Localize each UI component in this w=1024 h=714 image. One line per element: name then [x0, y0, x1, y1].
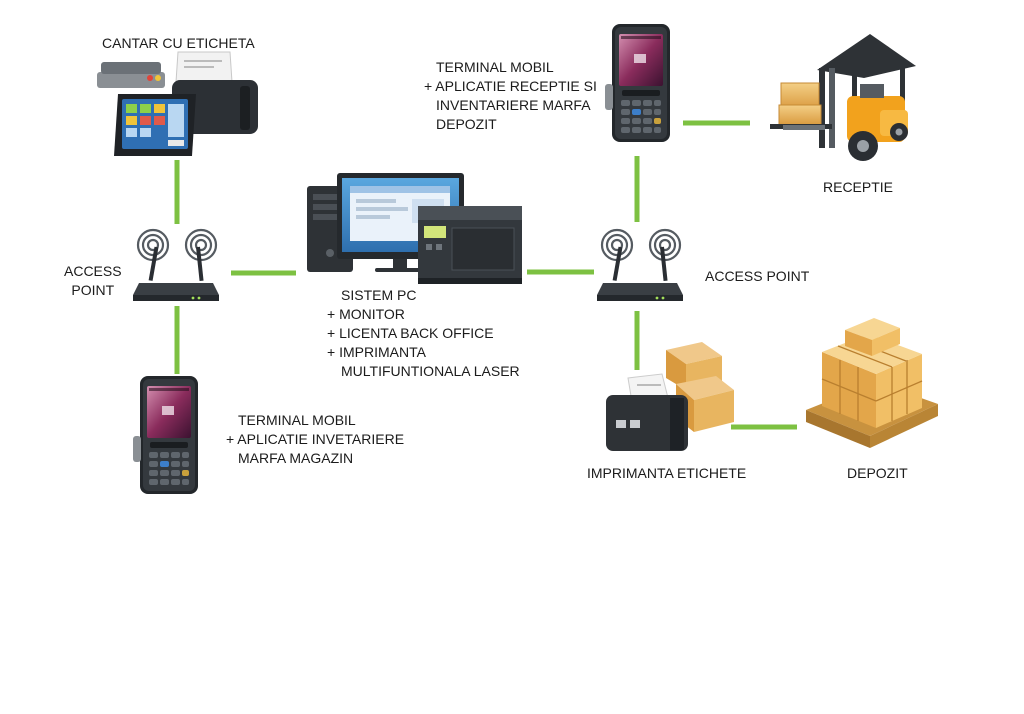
label-line: + APLICATIE RECEPTIE SI	[424, 78, 597, 94]
mobile-terminal-icon	[133, 376, 198, 494]
label-line: DEPOZIT	[436, 116, 497, 132]
label-line: SISTEM PC	[341, 287, 417, 303]
label-line: + IMPRIMANTA	[327, 344, 426, 360]
node-label-receptie: RECEPTIE	[823, 178, 893, 197]
node-label-imprimanta: IMPRIMANTA ETICHETE	[587, 464, 746, 483]
wifi-router-icon	[595, 228, 685, 303]
label-line: CANTAR CU ETICHETA	[102, 35, 255, 51]
label-line: MULTIFUNTIONALA LASER	[341, 363, 520, 379]
label-line: + APLICATIE INVETARIERE	[226, 431, 405, 447]
label-line: POINT	[71, 282, 115, 298]
wifi-router-icon	[131, 228, 221, 303]
pc-workstation-icon	[307, 173, 522, 284]
node-label-terminal-receptie: TERMINAL MOBIL + APLICATIE RECEPTIE SI I…	[424, 58, 597, 134]
label-line: DEPOZIT	[847, 465, 908, 481]
label-line: + LICENTA BACK OFFICE	[327, 325, 494, 341]
connector-lines	[174, 120, 797, 430]
label-line: TERMINAL MOBIL	[238, 412, 356, 428]
label-line: + MONITOR	[327, 306, 405, 322]
node-label-pc: SISTEM PC + MONITOR + LICENTA BACK OFFIC…	[327, 286, 520, 381]
label-line: RECEPTIE	[823, 179, 894, 195]
label-line: TERMINAL MOBIL	[436, 59, 554, 75]
label-line: MARFA MAGAZIN	[238, 450, 354, 466]
label-line: ACCESS POINT	[705, 268, 810, 284]
node-label-ap-right: ACCESS POINT	[705, 267, 809, 286]
pallet-boxes-icon	[806, 318, 938, 448]
mobile-terminal-icon	[605, 24, 670, 142]
node-label-depozit: DEPOZIT	[847, 464, 908, 483]
label-scale-icon	[97, 51, 258, 156]
forklift-icon	[770, 34, 916, 161]
node-label-cantar: CANTAR CU ETICHETA	[102, 34, 255, 53]
label-line: ACCESS	[64, 263, 122, 279]
node-label-terminal-magazin: TERMINAL MOBIL + APLICATIE INVETARIERE M…	[226, 411, 404, 468]
label-line: INVENTARIERE MARFA	[436, 97, 591, 113]
label-line: IMPRIMANTA ETICHETE	[587, 465, 747, 481]
node-label-ap-left: ACCESS POINT	[64, 262, 122, 300]
label-printer-icon	[606, 342, 734, 451]
